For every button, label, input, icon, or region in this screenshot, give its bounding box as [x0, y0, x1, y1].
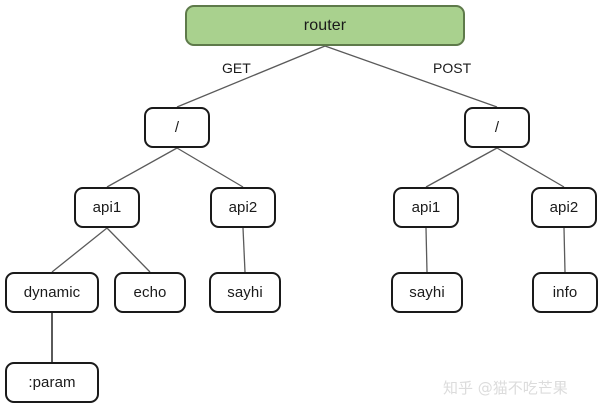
watermark: 知乎 @猫不吃芒果: [443, 379, 568, 397]
node-post-sayhi[interactable]: sayhi: [391, 272, 463, 313]
node-post-root[interactable]: /: [464, 107, 530, 148]
node-router[interactable]: router: [185, 5, 465, 46]
node-label: :param: [28, 374, 76, 391]
node-post-api2[interactable]: api2: [531, 187, 597, 228]
edge-post-root-to-post-api1: [425, 147, 498, 188]
node-label: router: [303, 16, 347, 34]
edge-post-api1-to-post-sayhi: [425, 227, 428, 273]
edge-router-to-get-root: [176, 45, 326, 108]
edge-post-api2-to-info: [563, 227, 566, 273]
node-get-sayhi[interactable]: sayhi: [209, 272, 281, 313]
node-label: /: [494, 119, 500, 136]
node-label: api1: [411, 199, 441, 216]
edge-get-api1-to-dynamic: [51, 227, 108, 273]
node-label: /: [174, 119, 180, 136]
edge-get-root-to-get-api2: [176, 147, 244, 188]
node-label: api1: [92, 199, 122, 216]
node-param[interactable]: :param: [5, 362, 99, 403]
node-get-api2[interactable]: api2: [210, 187, 276, 228]
node-label: api2: [228, 199, 258, 216]
node-get-api1[interactable]: api1: [74, 187, 140, 228]
edge-router-to-post-root: [324, 45, 498, 108]
edge-label-get: GET: [222, 60, 251, 76]
node-post-api1[interactable]: api1: [393, 187, 459, 228]
node-echo[interactable]: echo: [114, 272, 186, 313]
edge-post-root-to-post-api2: [496, 147, 565, 188]
node-get-root[interactable]: /: [144, 107, 210, 148]
node-label: sayhi: [227, 284, 263, 301]
node-label: dynamic: [23, 284, 81, 301]
node-label: sayhi: [409, 284, 445, 301]
edge-get-api2-to-get-sayhi: [242, 227, 246, 273]
edge-get-api1-to-echo: [106, 227, 151, 273]
node-info[interactable]: info: [532, 272, 598, 313]
edge-get-root-to-get-api1: [106, 147, 178, 188]
node-label: echo: [133, 284, 167, 301]
node-label: api2: [549, 199, 579, 216]
node-label: info: [552, 284, 578, 301]
node-dynamic[interactable]: dynamic: [5, 272, 99, 313]
edge-label-post: POST: [433, 60, 472, 76]
